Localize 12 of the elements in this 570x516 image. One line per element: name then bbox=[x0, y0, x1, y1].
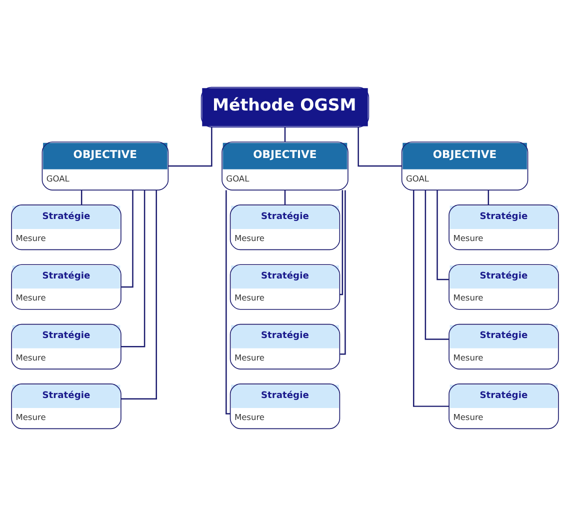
connector bbox=[340, 190, 344, 296]
connector bbox=[121, 190, 157, 400]
connector bbox=[284, 190, 286, 205]
connector bbox=[121, 190, 146, 348]
connector bbox=[488, 190, 490, 205]
connector bbox=[284, 127, 286, 142]
connector bbox=[80, 190, 82, 205]
connector bbox=[424, 190, 449, 340]
connector bbox=[168, 127, 212, 167]
connector bbox=[413, 190, 449, 407]
connector bbox=[340, 190, 346, 355]
connector bbox=[358, 127, 402, 167]
